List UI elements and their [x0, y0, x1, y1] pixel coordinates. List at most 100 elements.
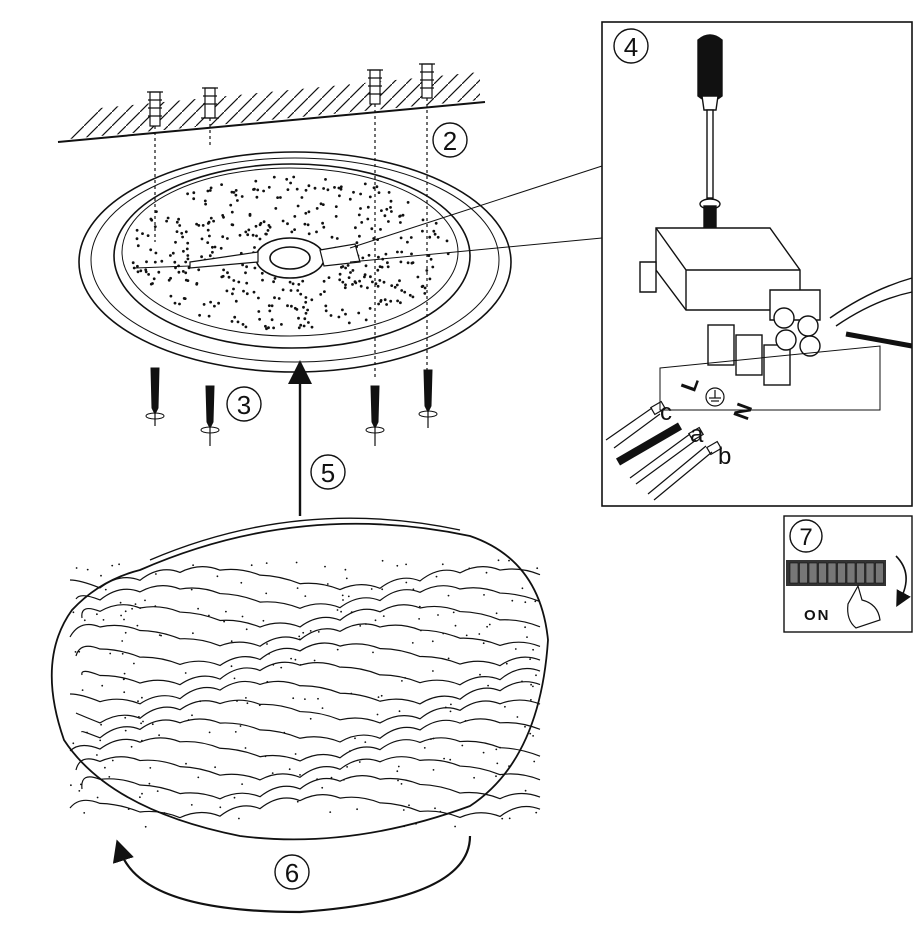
shade-dot	[258, 704, 261, 707]
led-dot	[136, 264, 139, 268]
shade-dot	[336, 648, 339, 651]
led-dot	[399, 214, 402, 218]
shade-dot	[158, 734, 161, 737]
led-dot	[357, 311, 361, 315]
led-dot	[425, 269, 429, 272]
wire-label-c: c	[660, 399, 672, 426]
led-dot	[338, 278, 342, 282]
terminal-block	[639, 227, 881, 411]
shade-dot	[144, 599, 146, 602]
led-dot	[185, 247, 189, 251]
led-dot	[344, 266, 347, 270]
step-7-label: 7	[799, 524, 812, 551]
shade-dot	[272, 663, 275, 666]
shade-dot	[83, 812, 86, 814]
shade-dot	[96, 796, 99, 799]
shade-dot	[508, 559, 510, 562]
led-dot	[286, 222, 289, 226]
supply-cable	[829, 277, 913, 349]
led-dot	[299, 292, 303, 296]
shade-dot	[400, 783, 403, 785]
wood-grain-pattern	[69, 566, 541, 819]
led-dot	[372, 186, 376, 190]
shade-dot	[485, 571, 488, 574]
shade-dot	[401, 680, 403, 682]
led-dot	[363, 182, 367, 186]
led-dot	[290, 230, 294, 234]
shade-dot	[100, 574, 102, 577]
shade-dot	[377, 696, 380, 698]
grain-line	[75, 756, 541, 781]
shade-dot	[99, 739, 102, 742]
shade-dot	[265, 562, 268, 564]
shade-dot	[163, 812, 166, 814]
shade-dot	[81, 689, 84, 691]
shade-dot	[197, 776, 200, 779]
led-dot	[131, 261, 135, 265]
led-dot	[165, 219, 169, 223]
led-dot	[291, 282, 295, 286]
earth-ground-icon	[705, 387, 725, 407]
led-dot	[396, 250, 399, 254]
shade-dot	[219, 806, 222, 809]
shade-dot	[483, 594, 485, 596]
shade-dot	[432, 737, 435, 740]
led-dot	[204, 202, 208, 206]
shade-dot	[197, 607, 200, 610]
led-dot	[213, 245, 217, 249]
led-dot	[319, 293, 323, 296]
led-dot	[378, 279, 382, 282]
led-dot	[322, 279, 326, 283]
shade-dot	[341, 594, 344, 597]
led-dot	[385, 207, 389, 211]
led-dot	[147, 273, 151, 276]
led-dot	[208, 189, 212, 192]
led-dot	[211, 250, 214, 254]
shade-dot	[86, 731, 88, 734]
shade-dot	[499, 746, 501, 749]
led-dot	[171, 251, 175, 255]
led-dot	[445, 239, 449, 243]
led-dot	[382, 280, 386, 284]
grain-line	[69, 737, 541, 762]
breaker-cell	[818, 562, 827, 584]
led-dot	[251, 233, 255, 237]
led-dot	[184, 271, 188, 275]
shade-dot	[343, 778, 345, 781]
shade-dot	[119, 601, 122, 604]
shade-dot	[482, 751, 485, 754]
breaker-cell	[875, 562, 884, 584]
led-dot	[384, 252, 388, 256]
shade-dot	[321, 707, 324, 709]
shade-dot	[529, 732, 532, 735]
led-dot	[341, 308, 344, 312]
led-dot	[387, 191, 391, 194]
led-dot	[262, 220, 266, 224]
led-dot	[268, 309, 272, 313]
mounting-screws	[145, 367, 438, 446]
shade-dot	[190, 804, 193, 806]
shade-dot	[262, 619, 265, 622]
led-dot	[209, 186, 213, 190]
shade-dot	[412, 588, 415, 591]
shade-dot	[452, 611, 455, 614]
led-dot	[212, 219, 216, 223]
shade-dot	[246, 702, 249, 705]
led-dot	[359, 284, 363, 288]
led-dot	[276, 196, 279, 200]
led-dot	[233, 315, 237, 319]
led-dot	[304, 311, 308, 315]
shade-dot	[283, 731, 286, 734]
shade-dot	[495, 775, 497, 778]
led-dot	[265, 232, 268, 236]
breaker-cell	[856, 562, 865, 584]
wire-label-a: a	[690, 421, 704, 448]
shade-dot	[299, 774, 301, 776]
led-dot	[324, 309, 328, 313]
led-dot	[245, 265, 249, 269]
led-dot	[259, 221, 263, 225]
breaker-cell	[799, 562, 808, 584]
led-dot	[267, 185, 271, 189]
led-dot	[221, 235, 225, 239]
led-dot	[230, 210, 234, 214]
